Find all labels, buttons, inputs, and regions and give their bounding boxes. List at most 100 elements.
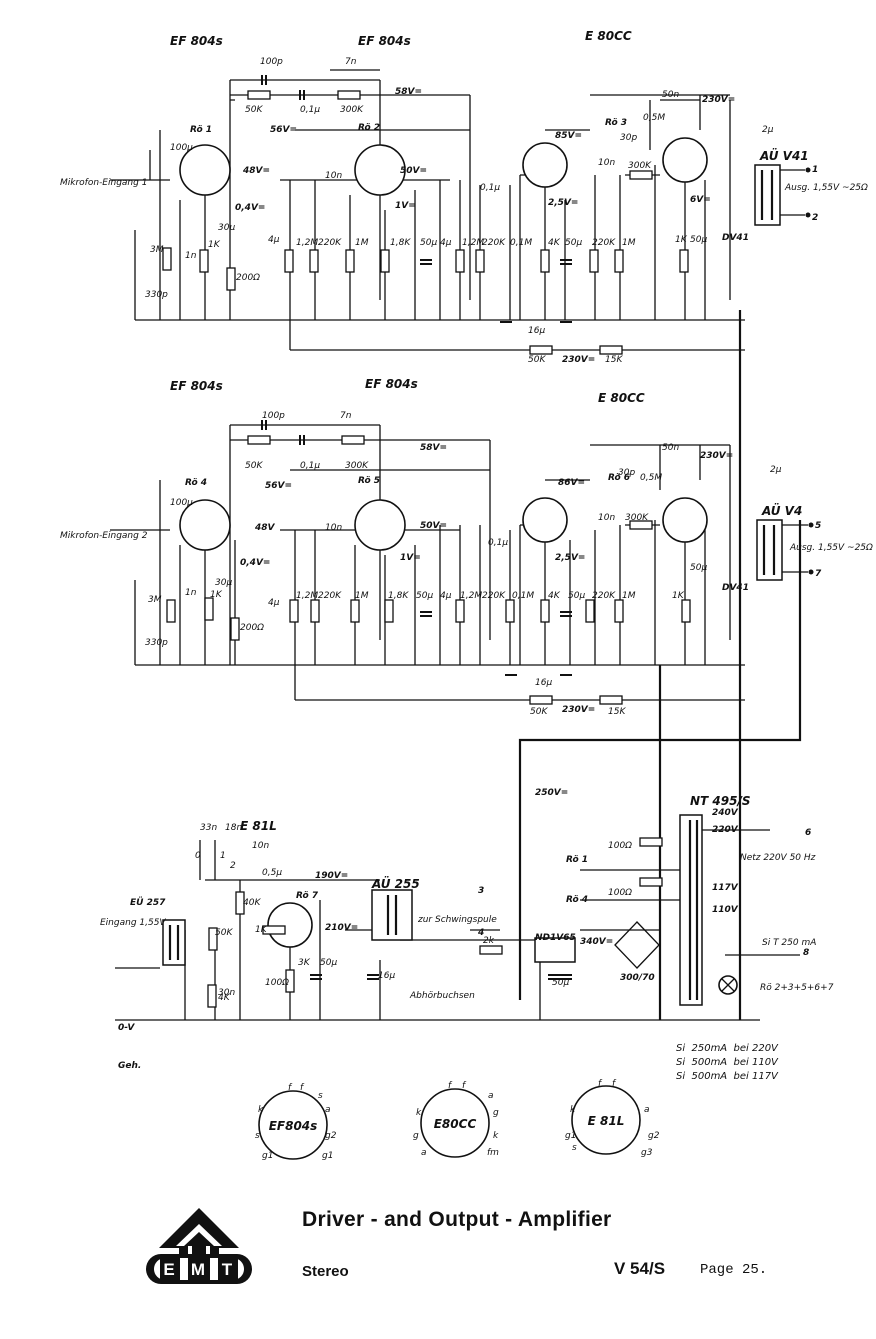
component-value: 100p xyxy=(262,411,285,421)
voltage-label: 230V= xyxy=(562,355,595,365)
driver-labels: E 81L Rö 7 EÜ 257 Eingang 1,55V AÜ 255 z… xyxy=(100,788,568,1001)
component-value: 2µ xyxy=(770,465,782,475)
terminal-label: Geh. xyxy=(118,1061,141,1071)
monitor-jacks-label: Abhörbuchsen xyxy=(409,991,475,1001)
voltage-label: 0,4V= xyxy=(235,203,265,213)
choke-label: DV41 xyxy=(722,233,749,243)
component-value: 220K xyxy=(592,591,616,601)
component-value: 50µ xyxy=(568,591,585,601)
component-value: 1,2M xyxy=(296,591,318,601)
rectifier-label: 300/70 xyxy=(620,973,655,983)
component-value: 100µ xyxy=(170,498,193,508)
component-value: 1M xyxy=(622,591,636,601)
pin-label: s xyxy=(318,1091,323,1101)
load-label: Rö 1 xyxy=(566,855,588,865)
component-value: 18n xyxy=(225,823,242,833)
terminal-label: 8 xyxy=(803,948,809,958)
pin-label: a xyxy=(644,1105,650,1115)
pilot-lamp xyxy=(718,975,738,995)
component-value: 2µ xyxy=(762,125,774,135)
output-transformer-label: AÜ V4 xyxy=(761,503,802,518)
component-value: 220K xyxy=(482,591,506,601)
component-value: 1M xyxy=(355,238,369,248)
pinout-e80cc xyxy=(420,1088,490,1158)
component-value: 100p xyxy=(260,57,283,67)
tap-label: 110V xyxy=(712,905,739,915)
pinout-e81l xyxy=(571,1085,641,1155)
component-value: 0,1µ xyxy=(300,105,320,115)
component-value: 50K xyxy=(528,355,546,365)
voltage-label: 6V= xyxy=(690,195,711,205)
component-value: 50µ xyxy=(420,238,437,248)
component-value: 300K xyxy=(628,161,652,171)
choke-label: DV41 xyxy=(722,583,749,593)
voltage-label: 58V= xyxy=(420,443,447,453)
component-value: 0,1µ xyxy=(480,183,500,193)
pin-label: f xyxy=(612,1079,617,1089)
component-value: 30µ xyxy=(215,578,232,588)
component-value: 1,8K xyxy=(390,238,411,248)
pin-label: fm xyxy=(487,1148,499,1158)
tap-label: 117V xyxy=(712,883,739,893)
component-value: 16µ xyxy=(378,971,395,981)
component-value: 1M xyxy=(355,591,369,601)
pin-label: s xyxy=(255,1131,260,1141)
tube-label: EF 804s xyxy=(170,34,223,48)
component-value: 7n xyxy=(345,57,357,67)
voltage-label: 1V= xyxy=(400,553,421,563)
input-label: Eingang 1,55V xyxy=(100,918,166,928)
terminal-label: 2 xyxy=(812,213,818,223)
component-value: 300K xyxy=(340,105,364,115)
pin-label: f xyxy=(598,1079,603,1089)
component-value: 100Ω xyxy=(608,841,632,851)
tube-ref: Rö 6 xyxy=(608,473,630,483)
page-title: Driver - and Output - Amplifier xyxy=(302,1208,612,1231)
component-value: 2k xyxy=(483,936,495,946)
component-value: 100µ xyxy=(170,143,193,153)
bridge-rectifier xyxy=(614,921,660,969)
component-value: 16µ xyxy=(535,678,552,688)
emt-logo xyxy=(146,1208,252,1284)
component-value: 7n xyxy=(340,411,352,421)
component-value: 50n xyxy=(662,90,679,100)
component-value: 200Ω xyxy=(236,273,260,283)
voltage-label: 230V= xyxy=(702,95,735,105)
component-value: 4µ xyxy=(440,591,452,601)
pin-label: a xyxy=(421,1148,427,1158)
component-value: 1K xyxy=(208,240,221,250)
voltage-label: 86V= xyxy=(558,478,585,488)
pin-label: k xyxy=(416,1108,422,1118)
output-level-label: Ausg. 1,55V ~25Ω xyxy=(789,543,873,553)
component-value: 0,1M xyxy=(512,591,534,601)
component-value: 30n xyxy=(218,988,235,998)
tube-ref: Rö 7 xyxy=(296,891,319,901)
component-value: 300K xyxy=(625,513,649,523)
component-value: 1,8K xyxy=(388,591,409,601)
regulator-tube xyxy=(534,937,576,963)
component-value: 33n xyxy=(200,823,217,833)
component-value: 220K xyxy=(318,238,342,248)
component-value: 30p xyxy=(620,133,637,143)
tube-label: E 80CC xyxy=(585,29,632,43)
component-value: 50µ xyxy=(552,978,569,988)
tube-label: E 81L xyxy=(240,819,277,833)
component-value: 4µ xyxy=(268,598,280,608)
voltage-label: 210V= xyxy=(325,923,358,933)
page-number: Page 25. xyxy=(700,1262,768,1278)
pin-label: g xyxy=(493,1108,499,1118)
component-value: 4K xyxy=(548,591,561,601)
component-value: 2 xyxy=(230,861,236,871)
voltage-label: 190V= xyxy=(315,871,348,881)
voltage-label: 2,5V= xyxy=(548,198,578,208)
tube-label: E 80CC xyxy=(598,391,645,405)
terminal-label: 7 xyxy=(815,569,822,579)
tube-label: EF 804s xyxy=(358,34,411,48)
component-value: 50K xyxy=(245,461,263,471)
component-value: 1n xyxy=(185,251,197,261)
terminal-label: 5 xyxy=(815,521,821,531)
component-value: 1,2M xyxy=(460,591,482,601)
component-value: 40K xyxy=(243,898,261,908)
pin-label: k xyxy=(493,1131,499,1141)
